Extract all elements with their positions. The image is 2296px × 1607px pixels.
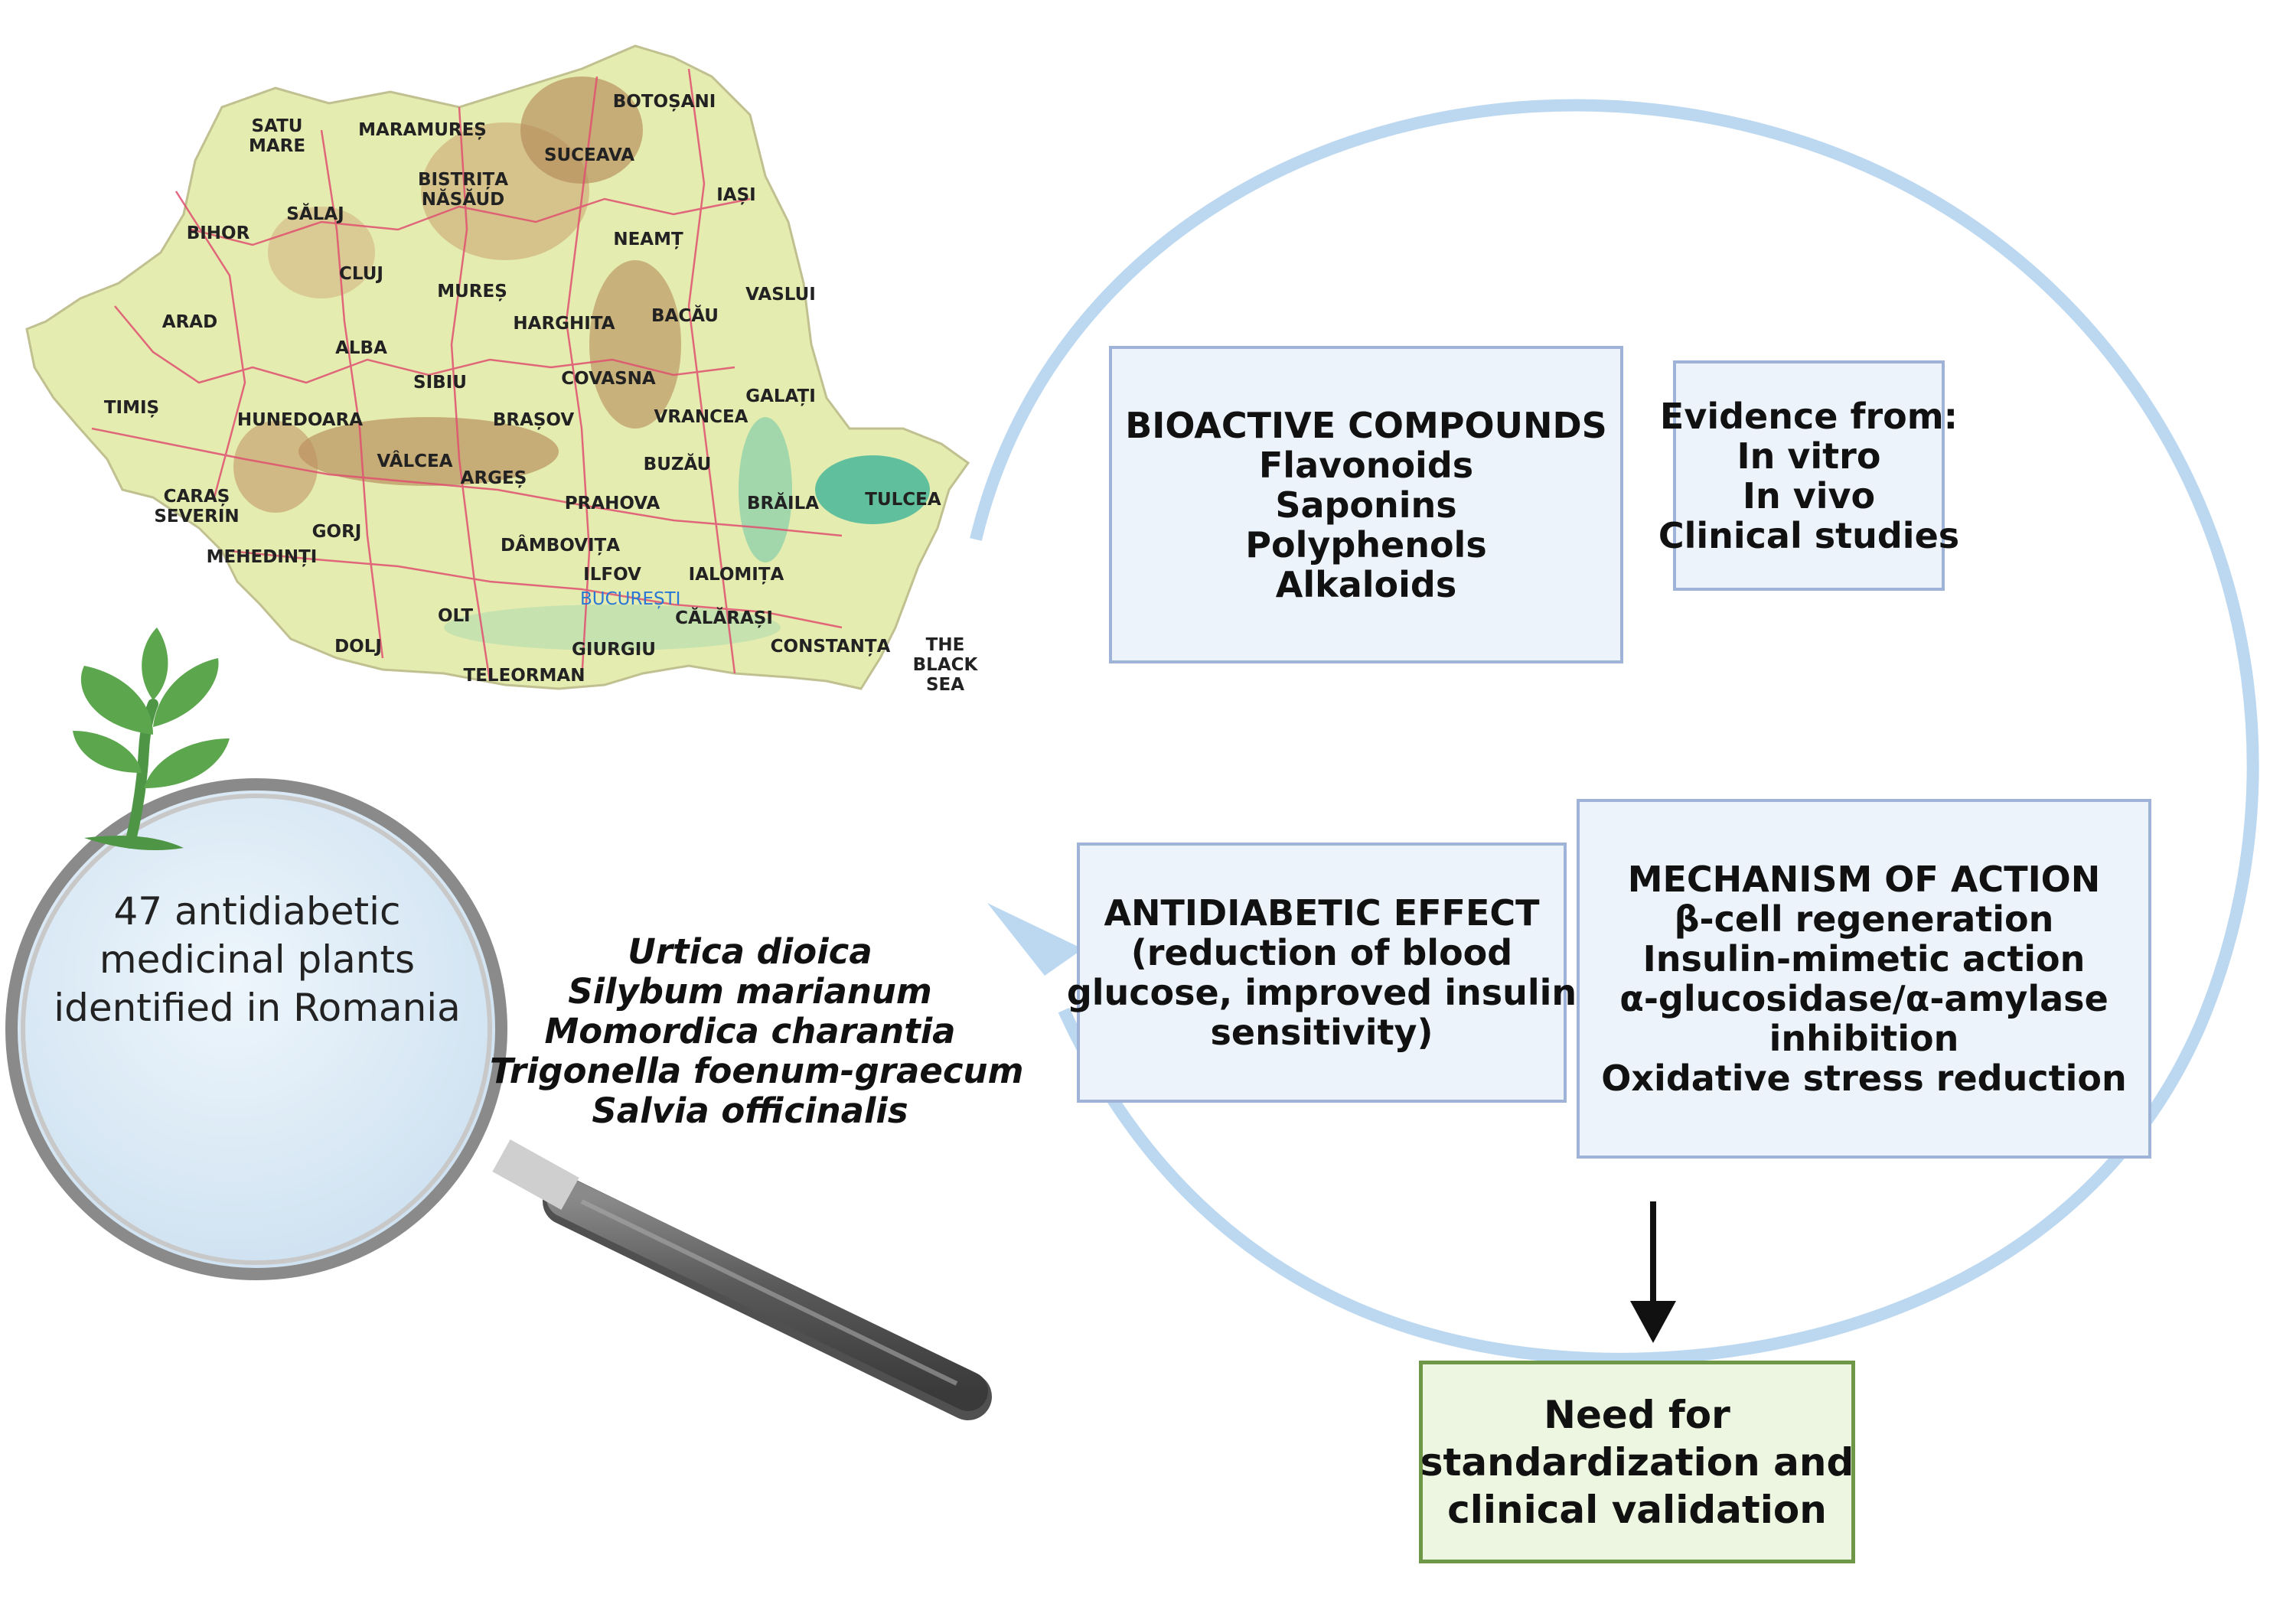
map-capital-label: BUCUREȘTI: [580, 589, 680, 609]
lens-caption-line: medicinal plants: [99, 937, 416, 982]
box-line: Oxidative stress reduction: [1601, 1058, 2127, 1099]
map-county-label: CĂLĂRAȘI: [675, 607, 773, 628]
plant-species: Momordica charantia: [544, 1011, 956, 1051]
box-line: (reduction of blood: [1130, 932, 1513, 973]
map-county-label: BACĂU: [651, 305, 719, 326]
map-county-label: SĂLAJ: [286, 203, 344, 224]
box-line: glucose, improved insulin: [1066, 972, 1577, 1013]
plant-species: Salvia officinalis: [592, 1090, 908, 1131]
box-line: In vivo: [1742, 474, 1876, 517]
map-county-label: DÂMBOVIȚA: [501, 534, 620, 556]
compound-item: Polyphenols: [1245, 523, 1487, 566]
map-county-label: BRĂILA: [747, 492, 819, 513]
map-county-label: MARE: [249, 136, 305, 156]
cycle-ring: [970, 99, 2259, 1365]
map-county-label: GALAȚI: [745, 386, 816, 406]
map-county-label: BRAȘOV: [493, 410, 575, 430]
map-county-label: MEHEDINȚI: [207, 547, 318, 567]
map-county-label: TIMIȘ: [104, 398, 159, 418]
map-county-label: HARGHITA: [513, 314, 615, 334]
map-county-label: SUCEAVA: [544, 145, 634, 165]
map-county-label: VRANCEA: [654, 407, 748, 427]
map-county-label: ARAD: [162, 312, 217, 332]
map-county-label: TELEORMAN: [464, 666, 585, 686]
box-line: Insulin-mimetic action: [1642, 938, 2086, 980]
box-line: β-cell regeneration: [1674, 898, 2054, 940]
antidiabetic-effect-box: ANTIDIABETIC EFFECT (reduction of blood …: [1067, 843, 1577, 1103]
map-county-label: CONSTANȚA: [771, 637, 891, 657]
map-county-label: ARGEȘ: [461, 468, 527, 488]
box-line: Clinical studies: [1658, 514, 1960, 556]
box-line: Evidence from:: [1659, 395, 1958, 437]
mechanism-of-action-box: MECHANISM OF ACTION β-cell regeneration …: [1577, 799, 2151, 1159]
plant-species: Trigonella foenum-graecum: [490, 1051, 1024, 1091]
box-line: In vitro: [1737, 435, 1881, 477]
map-county-label: IAȘI: [716, 185, 755, 205]
map-county-label: OLT: [438, 606, 473, 626]
romania-map: [25, 44, 970, 690]
box-title: ANTIDIABETIC EFFECT: [1104, 892, 1540, 934]
map-county-label: CARAȘ: [164, 487, 230, 507]
map-sea-label-line: THE: [926, 635, 965, 655]
map-county-label: COVASNA: [561, 369, 656, 389]
box-line: sensitivity): [1210, 1012, 1433, 1053]
box-line: clinical validation: [1447, 1487, 1827, 1532]
compound-item: Saponins: [1275, 484, 1457, 526]
map-county-label: IALOMIȚA: [689, 565, 784, 585]
map-county-label: SATU: [252, 116, 303, 136]
map-county-label: BUZĂU: [644, 453, 712, 474]
map-sea-label-line: SEA: [926, 675, 964, 695]
map-county-label: MUREȘ: [437, 282, 507, 302]
map-county-label: ILFOV: [583, 565, 641, 585]
plant-sprout-icon: [73, 627, 230, 851]
map-county-label: GIURGIU: [572, 640, 656, 660]
map-county-label: PRAHOVA: [565, 494, 660, 513]
box-line: inhibition: [1769, 1018, 1959, 1059]
map-county-label: TULCEA: [865, 490, 941, 510]
map-county-label: BIHOR: [187, 223, 250, 243]
map-county-label: HUNEDOARA: [237, 410, 363, 430]
box-line: standardization and: [1420, 1439, 1854, 1485]
map-county-label: SEVERIN: [154, 507, 239, 526]
evidence-box: Evidence from: In vitro In vivo Clinical…: [1658, 360, 1959, 591]
bioactive-compounds-box: BIOACTIVE COMPOUNDS Flavonoids Saponins …: [1109, 346, 1623, 663]
plant-species: Urtica dioica: [628, 931, 872, 972]
box-title: BIOACTIVE COMPOUNDS: [1125, 404, 1607, 446]
lens-caption: 47 antidiabetic medicinal plants identif…: [28, 888, 487, 1032]
map-county-label: BISTRIȚA: [418, 170, 508, 190]
map-county-label: VÂLCEA: [377, 450, 452, 471]
standardization-need-box: Need for standardization and clinical va…: [1419, 1361, 1855, 1563]
plant-species-list: Urtica dioica Silybum marianum Momordica…: [490, 931, 1024, 1131]
map-county-label: MARAMUREȘ: [358, 120, 487, 140]
map-county-label: BOTOȘANI: [613, 92, 716, 112]
compound-item: Flavonoids: [1258, 444, 1474, 486]
down-arrow-icon: [1630, 1201, 1676, 1343]
magnifying-glass-icon: [5, 778, 992, 1420]
cycle-arrow-head: [987, 903, 1083, 976]
map-county-label: GORJ: [312, 522, 362, 542]
box-line: Need for: [1544, 1392, 1730, 1437]
map-county-label: VASLUI: [745, 285, 816, 305]
compound-item: Alkaloids: [1275, 563, 1457, 605]
map-county-label: DOLJ: [334, 637, 382, 657]
lens-caption-line: identified in Romania: [54, 986, 461, 1030]
map-county-label: NEAMȚ: [613, 230, 683, 249]
plant-species: Silybum marianum: [568, 971, 932, 1012]
map-county-label: ALBA: [335, 338, 387, 358]
map-county-label: NĂSĂUD: [422, 188, 504, 210]
map-county-label: SIBIU: [413, 373, 467, 393]
map-county-label: CLUJ: [339, 264, 383, 284]
map-sea-label-line: BLACK: [913, 655, 979, 675]
lens-caption-line: 47 antidiabetic: [113, 889, 401, 934]
box-line: α-glucosidase/α-amylase: [1619, 978, 2108, 1019]
box-title: MECHANISM OF ACTION: [1627, 859, 2101, 900]
